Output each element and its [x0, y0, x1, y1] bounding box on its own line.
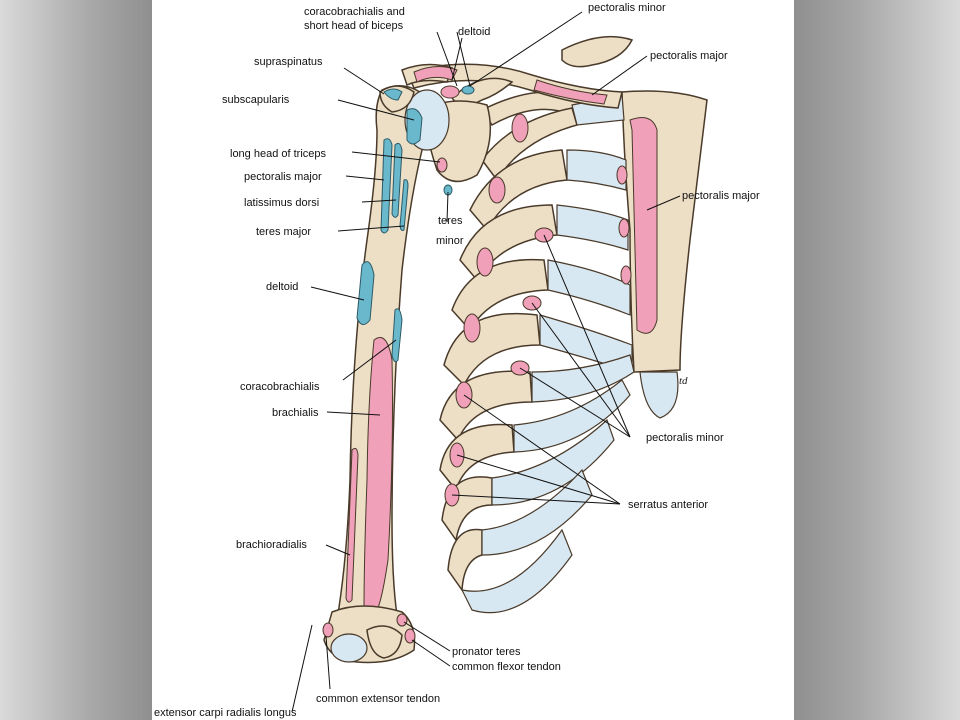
left-gray-border — [0, 0, 152, 720]
xiphoid-process — [639, 371, 679, 419]
rib-8 — [439, 423, 515, 492]
long-head-triceps-origin — [436, 157, 448, 173]
latissimus-dorsi-insertion — [391, 142, 403, 218]
pec-minor-insertion — [461, 85, 475, 95]
leader-lines — [291, 11, 681, 713]
label-brachialis: brachialis — [272, 407, 319, 419]
capitulum — [330, 633, 368, 663]
label-deltoid-left: deltoid — [266, 281, 298, 293]
label-brachioradialis: brachioradialis — [236, 539, 307, 551]
rib-origin-2 — [488, 176, 506, 204]
common-extensor-origin — [322, 622, 334, 638]
label-deltoid-top: deltoid — [458, 26, 490, 38]
label-latissimus-dorsi: latissimus dorsi — [244, 197, 319, 209]
label-supraspinatus: supraspinatus — [254, 56, 323, 68]
pec-major-costal-3 — [620, 265, 632, 285]
label-teres-minor-2: minor — [436, 235, 464, 247]
label-common-flexor-tendon: common flexor tendon — [452, 661, 561, 673]
right-gray-border — [794, 0, 960, 720]
costal-cartilage-10 — [460, 528, 573, 614]
label-coracobrachialis-short-biceps-1: coracobrachialis and — [304, 6, 405, 18]
costal-cartilage-9 — [481, 468, 593, 556]
supraspinatus-insertion — [383, 88, 403, 101]
costal-cartilage-3 — [556, 204, 629, 251]
diagram-panel: coracobrachialis and short head of bicep… — [152, 0, 794, 720]
rib-10 — [447, 528, 483, 593]
label-pectoralis-major-right: pectoralis major — [682, 190, 760, 202]
label-subscapularis: subscapularis — [222, 94, 290, 106]
coracobrachialis-insertion — [391, 308, 403, 363]
label-long-head-triceps: long head of triceps — [230, 148, 327, 160]
costal-cartilage-8 — [491, 418, 615, 506]
label-coracobrachialis-short-biceps-2: short head of biceps — [304, 20, 404, 32]
pectoralis-major-insertion — [380, 138, 393, 234]
deltoid-insertion — [356, 261, 375, 325]
label-serratus-anterior: serratus anterior — [628, 499, 708, 511]
costal-cartilage-4 — [547, 259, 631, 316]
label-teres-minor-1: teres — [438, 215, 463, 227]
label-pectoralis-minor-bottom: pectoralis minor — [646, 432, 724, 444]
pectoralis-major-clavicular-origin — [533, 79, 608, 105]
label-pronator-teres: pronator teres — [452, 646, 521, 658]
brachioradialis-origin — [345, 447, 359, 603]
label-common-extensor-tendon: common extensor tendon — [316, 693, 440, 705]
label-extensor-carpi-radialis-longus: extensor carpi radialis longus — [154, 707, 297, 719]
label-pectoralis-minor-top: pectoralis minor — [588, 2, 666, 14]
coracoid-origin — [440, 85, 460, 99]
trochlea — [366, 625, 403, 659]
anatomy-illustration: coracobrachialis and short head of bicep… — [154, 2, 760, 719]
artist-signature: td — [679, 375, 688, 387]
costal-cartilage-6 — [531, 354, 635, 403]
pec-major-costal-1 — [616, 165, 628, 185]
scapula-spine-process — [561, 35, 634, 68]
teres-major-insertion — [399, 179, 409, 231]
pronator-teres-origin — [396, 613, 408, 627]
labels: coracobrachialis and short head of bicep… — [154, 2, 760, 719]
humerus — [322, 85, 453, 664]
rib-origin-3 — [476, 247, 494, 277]
rib-origin-1 — [511, 113, 529, 143]
rib-5 — [451, 258, 549, 332]
pec-major-costal-2 — [618, 218, 630, 238]
label-pectoralis-major-left: pectoralis major — [244, 171, 322, 183]
subscapularis-insertion — [406, 108, 423, 145]
label-teres-major: teres major — [256, 226, 311, 238]
pectoralis-major-sternal-origin — [629, 117, 658, 334]
common-flexor-origin — [404, 628, 416, 644]
rib-origin-4 — [463, 313, 481, 343]
costal-cartilage-2 — [566, 149, 627, 191]
label-pectoralis-major-top: pectoralis major — [650, 50, 728, 62]
brachialis-origin — [363, 337, 393, 611]
label-coracobrachialis: coracobrachialis — [240, 381, 320, 393]
